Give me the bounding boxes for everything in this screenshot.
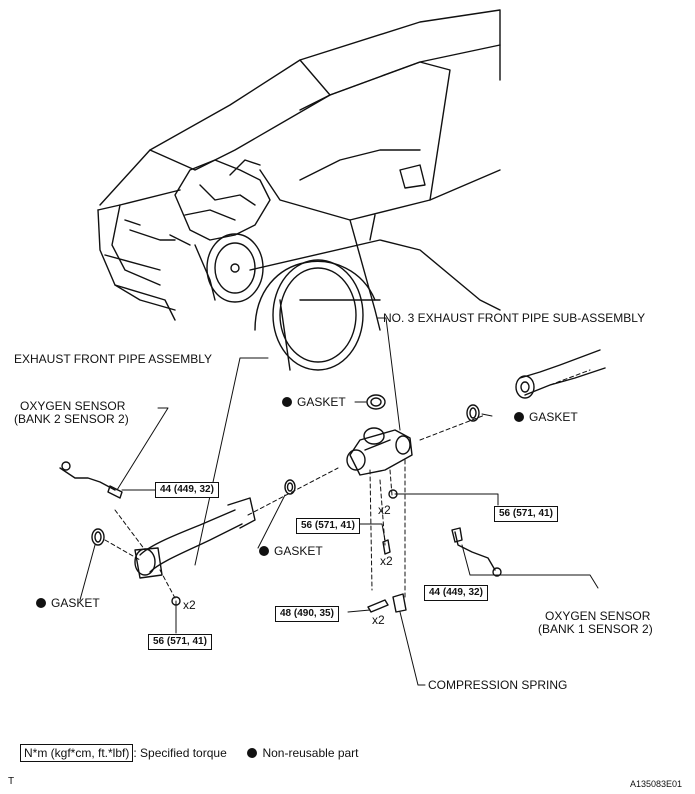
- label-no3-exhaust-front-pipe: NO. 3 EXHAUST FRONT PIPE SUB-ASSEMBLY: [383, 311, 646, 325]
- label-gasket-top: GASKET: [282, 396, 346, 409]
- label-compression-spring: COMPRESSION SPRING: [428, 678, 568, 692]
- figure-id: A135083E01: [630, 779, 683, 789]
- torque-44-left: 44 (449, 32): [155, 482, 219, 498]
- label-exhaust-front-pipe: EXHAUST FRONT PIPE ASSEMBLY: [14, 352, 213, 366]
- torque-56-bottom: 56 (571, 41): [148, 634, 212, 650]
- label-gasket-right: GASKET: [514, 411, 578, 424]
- nonreusable-dot-icon: [36, 598, 46, 608]
- legend: N*m (kgf*cm, ft.*lbf): Specified torque …: [20, 744, 359, 762]
- exhaust-front-pipe-shape: [134, 497, 256, 579]
- multiplier-x2: x2: [183, 598, 196, 612]
- multiplier-x2: x2: [372, 613, 385, 627]
- torque-56-mid: 56 (571, 41): [296, 518, 360, 534]
- nonreusable-dot-icon: [514, 412, 524, 422]
- torque-56-right: 56 (571, 41): [494, 506, 558, 522]
- gasket-right-text: GASKET: [529, 410, 578, 424]
- label-gasket-mid: GASKET: [259, 545, 323, 558]
- footer-left-code: T: [8, 776, 15, 787]
- vehicle-illustration: [97, 9, 501, 371]
- nonreusable-dot-icon: [259, 546, 269, 556]
- label-oxygen-sensor-bank2-line2: (BANK 2 SENSOR 2): [14, 412, 129, 426]
- gasket-left-text: GASKET: [51, 596, 100, 610]
- legend-torque-unit: N*m (kgf*cm, ft.*lbf): [20, 744, 134, 762]
- nonreusable-dot-icon: [247, 748, 258, 758]
- torque-44-right: 44 (449, 32): [424, 585, 488, 601]
- label-oxygen-sensor-bank1-line1: OXYGEN SENSOR: [545, 609, 651, 623]
- label-oxygen-sensor-bank2-line1: OXYGEN SENSOR: [20, 399, 126, 413]
- legend-torque-desc: : Specified torque: [133, 746, 227, 760]
- torque-48: 48 (490, 35): [275, 606, 339, 622]
- no3-exhaust-pipe-shape: [346, 427, 413, 476]
- oxygen-sensor-bank1: [451, 527, 502, 577]
- multiplier-x2: x2: [380, 554, 393, 568]
- label-oxygen-sensor-bank1-line2: (BANK 1 SENSOR 2): [538, 622, 653, 636]
- rear-pipe-shape: [515, 349, 606, 399]
- legend-nonreusable: Non-reusable part: [262, 746, 359, 760]
- gasket-top-text: GASKET: [297, 395, 346, 409]
- multiplier-x2: x2: [378, 503, 391, 517]
- label-gasket-left: GASKET: [36, 597, 100, 610]
- nonreusable-dot-icon: [282, 397, 292, 407]
- gasket-mid-text: GASKET: [274, 544, 323, 558]
- oxygen-sensor-bank2: [59, 461, 123, 499]
